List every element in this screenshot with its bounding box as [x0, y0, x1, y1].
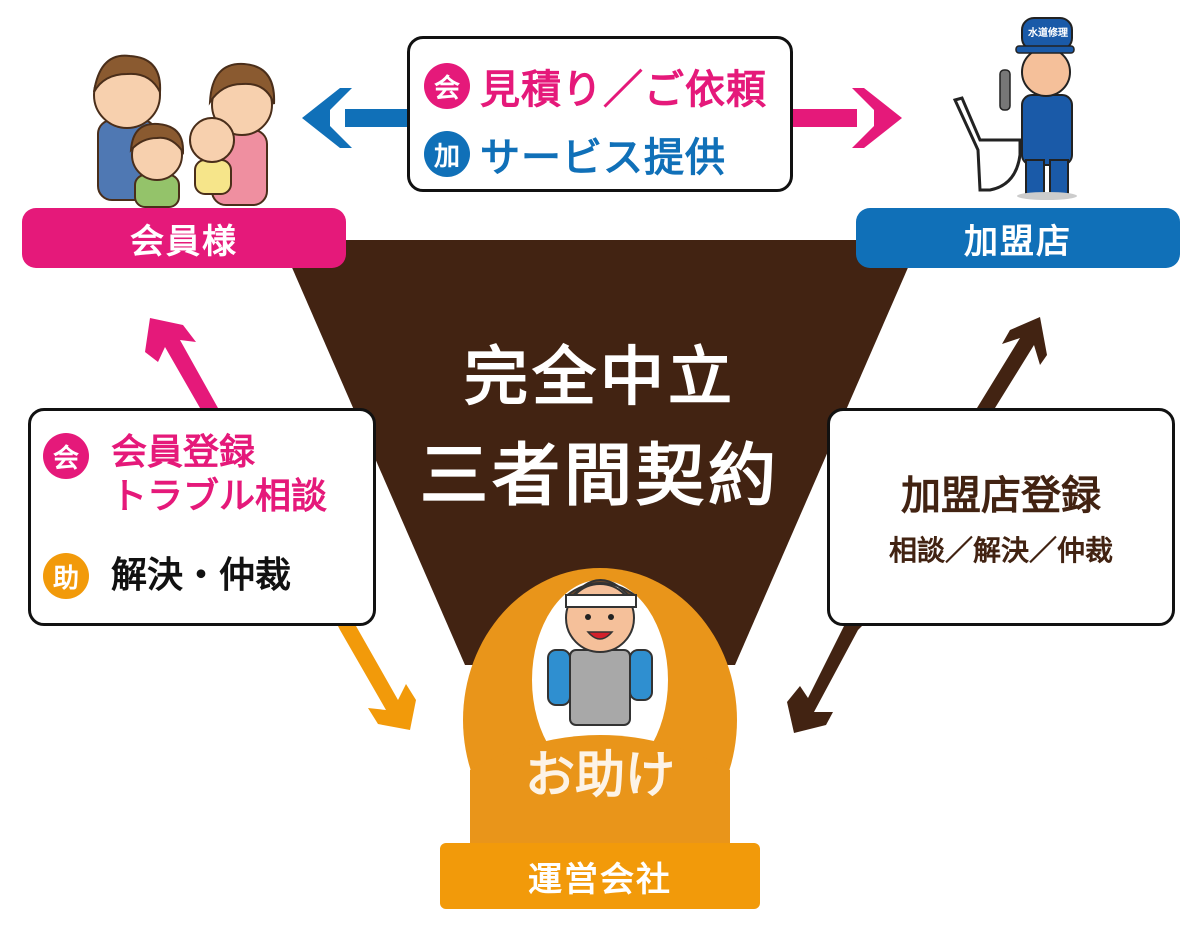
franchise-badge: 加 [424, 131, 470, 177]
center-title-line1: 完全中立 [464, 341, 736, 415]
left-box: 会 会員登録 トラブル相談 助 解決・仲裁 [28, 408, 376, 626]
member-badge: 会 [424, 63, 470, 109]
left-box-line-consult: トラブル相談 [111, 476, 328, 517]
member-label[interactable]: 会員様 [22, 208, 346, 268]
arrow-to-franchise [792, 88, 902, 148]
franchise-label-text: 加盟店 [964, 221, 1072, 262]
operator-label[interactable]: 運営会社 [440, 843, 760, 909]
left-box-line-resolve: 解決・仲裁 [111, 555, 292, 596]
operator-staff-illustration [547, 579, 653, 726]
center-title-line2: 三者間契約 [419, 437, 780, 516]
top-box-row-service: サービス提供 [480, 135, 726, 181]
center-title: 完全中立 三者間契約 [300, 330, 900, 528]
top-box-row-quote: 見積り／ご依頼 [480, 67, 767, 113]
arrow-to-member [302, 88, 410, 148]
arrow-franchise-up [977, 317, 1047, 408]
arrow-member-up [145, 318, 218, 408]
left-box-line-register: 会員登録 [111, 432, 256, 473]
operator-circle-text: お助け [525, 746, 675, 804]
top-box: 会 見積り／ご依頼 加 サービス提供 [407, 36, 793, 192]
operator-label-text: 運営会社 [528, 859, 672, 900]
neutral-trapezoid [280, 240, 920, 665]
franchise-label[interactable]: 加盟店 [856, 208, 1180, 268]
plumber-illustration [952, 17, 1077, 200]
arrow-to-operator-left [338, 626, 416, 730]
plumber-cap-text: 水道修理 [1028, 28, 1068, 39]
operator-badge: 助 [43, 553, 89, 599]
right-box: 加盟店登録 相談／解決／仲裁 [827, 408, 1175, 626]
family-illustration [93, 54, 276, 208]
right-box-title: 加盟店登録 [901, 473, 1101, 519]
member-badge: 会 [43, 433, 89, 479]
member-label-text: 会員様 [130, 221, 238, 262]
right-box-subtitle: 相談／解決／仲裁 [888, 534, 1113, 567]
arrow-to-operator-right [787, 626, 862, 733]
